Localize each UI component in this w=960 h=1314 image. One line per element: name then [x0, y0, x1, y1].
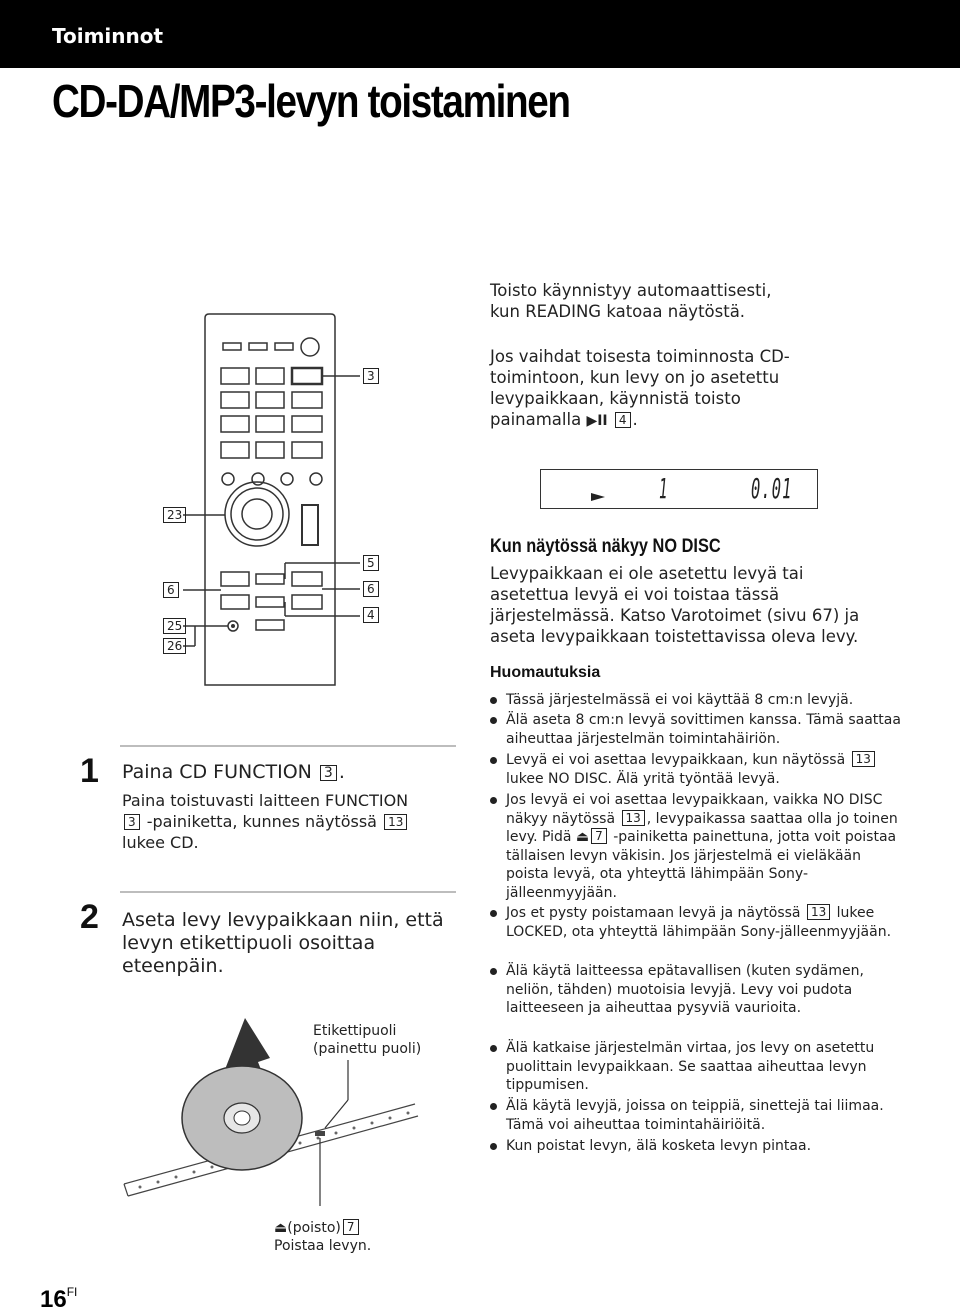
step-text: -painiketta, kunnes näytössä: [141, 812, 383, 831]
callout-key: 23: [163, 507, 187, 523]
callout-key: 6: [363, 581, 379, 597]
step-number: 2: [80, 898, 99, 936]
label-side-callout: Etikettipuoli (painettu puoli): [313, 1022, 421, 1058]
switch-function-paragraph: Jos vaihdat toisesta toiminnosta CD-toim…: [490, 346, 790, 432]
note-item: Jos et pysty poistamaan levyä ja näytöss…: [490, 904, 906, 941]
step-text: Paina toistuvasti laitteen FUNCTION: [122, 791, 409, 810]
step-divider: [120, 745, 456, 747]
key-badge: 3: [124, 814, 140, 830]
key-badge: 7: [342, 1219, 359, 1235]
display-time: 0.01: [751, 472, 793, 505]
key-badge: 13: [621, 809, 645, 826]
step-text: Paina CD FUNCTION: [122, 761, 318, 783]
callout-key: 26: [163, 638, 187, 654]
section-title: Toiminnot: [52, 24, 164, 48]
display-svg: [591, 493, 605, 501]
note-text: Älä aseta 8 cm:n levyä sovittimen kanssa…: [506, 712, 901, 747]
step-1-instruction: Paina CD FUNCTION 3.: [122, 761, 452, 784]
note-text: Älä käytä levyjä, joissa on teippiä, sin…: [506, 1098, 884, 1133]
play-pause-icon: ▶II: [586, 413, 608, 429]
step-text: lukee CD.: [122, 833, 199, 852]
display-track-number: 1: [659, 472, 668, 505]
callout-key: 6: [163, 582, 179, 598]
period-text: .: [632, 410, 638, 429]
note-item: Tässä järjestelmässä ei voi käyttää 8 cm…: [490, 691, 906, 710]
nodisc-heading: Kun näytössä näkyy NO DISC: [490, 536, 721, 557]
eject-icon: ⏏: [575, 829, 590, 845]
callout-text: Etikettipuoli: [313, 1023, 397, 1039]
note-text: lukee LOCKED, ota yhteyttä lähimpään Son…: [506, 905, 892, 940]
callout-key: 3: [363, 368, 379, 384]
note-text: Jos levyä ei voi asettaa levypaikkaan, v…: [506, 792, 883, 827]
callout-key: 5: [363, 555, 379, 571]
note-text: , levypaikassa saattaa olla jo toinen le…: [506, 810, 898, 846]
note-text: Levyä ei voi asettaa levypaikkaan, kun n…: [506, 752, 850, 768]
note-item: Älä aseta 8 cm:n levyä sovittimen kanssa…: [490, 711, 906, 748]
key-badge: 13: [384, 814, 408, 830]
note-text: -painiketta painettuna, jotta voit poist…: [506, 829, 897, 901]
step-2-instruction: Aseta levy levypaikkaan niin, että levyn…: [122, 909, 444, 977]
note-text: lukee NO DISC. Älä yritä työntää levyä.: [506, 770, 780, 787]
step-divider: [120, 891, 456, 893]
callout-text: (painettu puoli): [313, 1041, 422, 1057]
section-header-bar: Toiminnot: [0, 0, 960, 68]
page-number-value: 16: [40, 1286, 67, 1313]
note-text: Älä käytä laitteessa epätavallisen (kute…: [506, 963, 864, 1016]
page-number: 16FI: [40, 1285, 78, 1314]
note-item: Levyä ei voi asettaa levypaikkaan, kun n…: [490, 751, 906, 788]
eject-icon: ⏏: [274, 1220, 288, 1236]
page-title: CD-DA/MP3-levyn toistaminen: [52, 75, 571, 127]
key-badge: 7: [591, 828, 607, 844]
key-badge: 3: [319, 765, 337, 781]
note-item: Älä katkaise järjestelmän virtaa, jos le…: [490, 1039, 906, 1095]
remote-control-illustration: [183, 313, 360, 686]
callout-key: 4: [363, 607, 379, 623]
callout-text: Poistaa levyn.: [274, 1238, 372, 1254]
switch-function-text: Jos vaihdat toisesta toiminnosta CD-toim…: [490, 347, 790, 429]
disc-insertion-illustration: [123, 1018, 419, 1206]
remote-body: [204, 313, 336, 686]
note-text: Tässä järjestelmässä ei voi käyttää 8 cm…: [506, 692, 854, 708]
callout-key: 25: [163, 618, 187, 634]
key-badge: 13: [806, 904, 831, 920]
nodisc-paragraph: Levypaikkaan ei ole asetettu levyä tai a…: [490, 564, 860, 646]
step-1-detail: Paina toistuvasti laitteen FUNCTION 3 -p…: [122, 790, 422, 853]
play-indicator-icon: [591, 493, 605, 501]
note-item: Kun poistat levyn, älä kosketa levyn pin…: [490, 1137, 906, 1156]
note-text: Kun poistat levyn, älä kosketa levyn pin…: [506, 1138, 812, 1154]
note-text: Älä katkaise järjestelmän virtaa, jos le…: [506, 1040, 875, 1093]
auto-play-paragraph: Toisto käynnistyy automaattisesti, kun R…: [490, 281, 772, 321]
display-illustration: 1 0.01: [540, 469, 818, 509]
note-item: Älä käytä laitteessa epätavallisen (kute…: [490, 962, 906, 1018]
page-language: FI: [66, 1285, 78, 1299]
key-badge: 4: [614, 412, 631, 428]
note-item: Jos levyä ei voi asettaa levypaikkaan, v…: [490, 791, 906, 902]
step-text: .: [338, 761, 345, 783]
callout-text: (poisto): [287, 1220, 341, 1236]
notes-heading: Huomautuksia: [490, 664, 601, 681]
key-badge: 13: [851, 751, 875, 767]
note-text: Jos et pysty poistamaan levyä ja näytöss…: [506, 905, 805, 921]
eject-callout: ⏏(poisto)7 Poistaa levyn.: [274, 1219, 371, 1255]
step-number: 1: [80, 752, 99, 790]
note-item: Älä käytä levyjä, joissa on teippiä, sin…: [490, 1097, 906, 1134]
